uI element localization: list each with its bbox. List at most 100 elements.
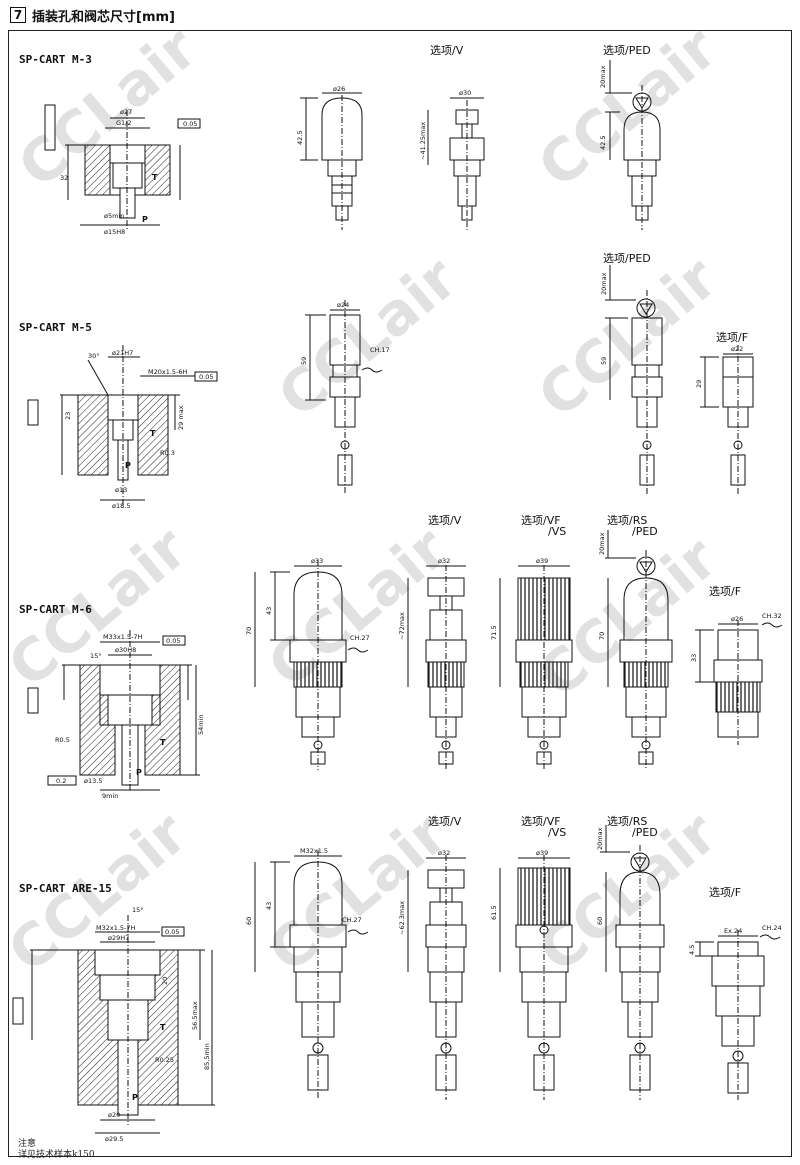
m3-dim-d27: ø27 — [120, 108, 132, 116]
m5-dim-29: 29 max — [177, 405, 185, 430]
option-label-m3-v: 选项/V — [430, 44, 464, 57]
m5-c2-20: 20max — [600, 272, 608, 295]
m5-port-p: P — [125, 461, 131, 470]
m5-dim-30: 30° — [88, 352, 100, 360]
m6-dim-54: 54min — [197, 714, 205, 735]
m6-dim-r: R0.5 — [55, 736, 70, 744]
m3-c3-h: 42.5 — [599, 136, 607, 150]
m3-c3-20: 20max — [599, 65, 607, 88]
m5-c1-ch: CH.17 — [370, 346, 390, 354]
are-c1-43: 43 — [265, 902, 273, 910]
drawing-frame — [8, 30, 792, 1157]
section-title: 插装孔和阀芯尺寸[mm] — [32, 9, 175, 25]
m6-dim-9: 9min — [102, 792, 118, 800]
are-port-t: T — [160, 1023, 166, 1032]
option-label-are-f: 选项/F — [709, 886, 742, 899]
watermark-2: CCLair — [265, 244, 470, 431]
m6-c1-43: 43 — [265, 607, 273, 615]
m3-port-t: T — [152, 173, 158, 182]
m3-cartridge-standard: ø26 42.5 — [296, 85, 363, 230]
are-c4-h: 60 — [596, 917, 604, 925]
section-label-m5: SP-CART M-5 — [19, 321, 92, 334]
are-c1-60: 60 — [245, 917, 253, 925]
m5-c3-h: 29 — [695, 380, 703, 388]
m5-dim-d13: ø13 — [115, 486, 127, 494]
footer-note-text: 详见技术样本k150 — [18, 1150, 95, 1160]
m6-c5-ch: CH.32 — [762, 612, 782, 620]
are-dim-56: 56.5max — [191, 1001, 199, 1030]
m6-c5-d: ø26 — [731, 615, 743, 623]
m6-c1-70: 70 — [245, 627, 253, 635]
option-label-are-vf: 选项/VF — [521, 815, 561, 828]
m6-port-t: T — [160, 738, 166, 747]
m3-c2-h: ~41.25max — [419, 122, 427, 160]
m6-cavity-drawing: M33x1.5-7H 0.05 15° ø30H8 R0.5 54min 0.2… — [27, 630, 205, 800]
option-label-m6-v: 选项/V — [428, 514, 462, 527]
m6-cartridge-v: ø32 ~72max — [398, 557, 467, 770]
are-c5-ch: CH.24 — [762, 924, 782, 932]
are-c1-thread: M32x1.5 — [300, 847, 328, 855]
option-label-m5-ped: 选项/PED — [603, 252, 651, 265]
m6-c1-ch: CH.27 — [350, 634, 370, 642]
m6-c4-h: 70 — [598, 632, 606, 640]
m3-cavity-drawing: ø27 G1/2 0.05 32 ø5min ø15H8 P T — [44, 104, 201, 236]
option-label-m6-ped: /PED — [632, 525, 658, 538]
are-c3-h: 61.5 — [490, 906, 498, 920]
section-label-m3: SP-CART M-3 — [19, 53, 92, 66]
are-dim-r: R0.25 — [155, 1056, 174, 1064]
are-c5-h: 4.5 — [688, 945, 696, 955]
m5-cartridge-f: ø22 29 — [695, 345, 754, 495]
are-dim-20: 20 — [161, 977, 169, 985]
are15-cartridge-f: Ex.24 4.5 CH.24 — [688, 924, 782, 1100]
m6-cartridge-rs-ped: 20max 70 — [598, 530, 673, 770]
m3-dim-d5: ø5min — [104, 212, 124, 220]
m3-dim-32: 32 — [60, 174, 68, 182]
m6-cartridge-standard: ø33 43 70 CH.27 — [245, 557, 370, 770]
m6-port-p: P — [136, 768, 142, 777]
option-label-m5-f: 选项/F — [716, 331, 749, 344]
m5-dim-thread: M20x1.5-6H — [148, 368, 188, 376]
m3-c1-h: 42.5 — [296, 131, 304, 145]
m5-c1-h: 59 — [300, 357, 308, 365]
are-c3-d: ø39 — [536, 849, 548, 857]
m5-dim-d21: ø21H7 — [112, 349, 133, 357]
m6-cartridge-vf: ø39 71.5 — [490, 557, 573, 770]
m5-cartridge-standard: ø24 59 CH.17 — [300, 300, 390, 495]
option-label-are-v: 选项/V — [428, 815, 462, 828]
are-port-p: P — [132, 1093, 138, 1102]
m5-cartridge-ped: 20max 59 — [600, 265, 663, 495]
m6-c5-h: 33 — [690, 654, 698, 662]
m5-cavity-drawing: 30° ø21H7 M20x1.5-6H 0.05 23 29 max R0.3… — [27, 345, 218, 510]
are15-cartridge-v: ø32 ~62.3max — [398, 849, 467, 1100]
option-label-are-ped: /PED — [632, 826, 658, 839]
are-c4-20: 20max — [596, 827, 604, 850]
m3-cartridge-v: ø30 ~41.25max — [419, 89, 485, 230]
m3-cartridge-ped: 20max 42.5 — [599, 60, 661, 230]
are15-cartridge-vf: ø39 61.5 — [490, 849, 573, 1100]
m5-port-t: T — [150, 429, 156, 438]
option-label-are-rs: 选项/RS — [607, 815, 648, 828]
m5-dim-tol: 0.05 — [199, 373, 213, 381]
section-label-m6: SP-CART M-6 — [19, 603, 92, 616]
m6-c4-20: 20max — [598, 532, 606, 555]
m6-c3-h: 71.5 — [490, 626, 498, 640]
m6-c2-h: ~72max — [398, 612, 406, 640]
m6-dim-d13: ø13.5 — [84, 777, 102, 785]
m6-cartridge-f: ø26 33 CH.32 — [690, 612, 783, 745]
are15-cartridge-standard: M32x1.5 43 60 CH.27 — [245, 847, 369, 1100]
are15-cartridge-rs-ped: 20max 60 — [596, 825, 665, 1100]
are-dim-85: 85.5min — [203, 1043, 211, 1070]
m5-dim-d18: ø18.5 — [112, 502, 130, 510]
m6-dim-tol: 0.05 — [166, 637, 180, 645]
m6-dim-15: 15° — [90, 652, 102, 660]
are-c5-d: Ex.24 — [724, 927, 742, 935]
watermark-3: CCLair — [525, 244, 730, 431]
are-dim-tol: 0.05 — [165, 928, 179, 936]
m3-port-p: P — [142, 215, 148, 224]
m5-dim-23: 23 — [64, 412, 72, 420]
section-label-are15: SP-CART ARE-15 — [19, 882, 112, 895]
are-c2-h: ~62.3max — [398, 901, 406, 935]
option-label-m6-vs: /VS — [548, 525, 567, 538]
m3-dim-tol: 0.05 — [183, 120, 197, 128]
